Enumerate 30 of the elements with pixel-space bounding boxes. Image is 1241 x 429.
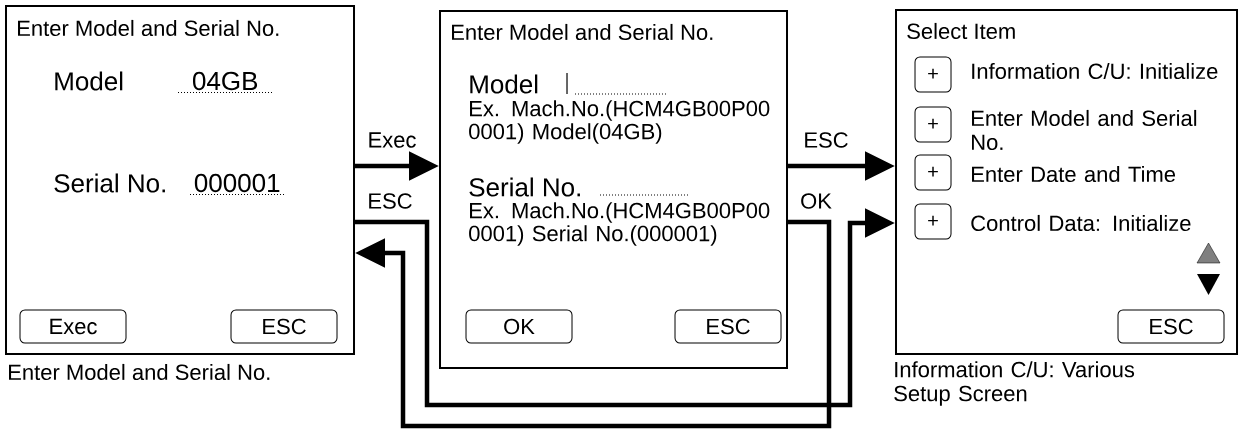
field-label: Model: [55, 71, 123, 91]
screen-caption: Enter Model and Serial No.: [9, 363, 270, 381]
screen-caption: Information C/U: Various Setup Screen: [894, 361, 1135, 406]
input-field: 04GB: [177, 71, 273, 93]
screen-title: Enter Model and Serial No.: [18, 19, 279, 37]
button: ESC: [1117, 309, 1225, 344]
plus-button: +: [914, 106, 952, 143]
button: ESC: [230, 309, 338, 344]
edge-label: ESC: [802, 131, 850, 149]
input-field: 000001: [189, 173, 285, 195]
plus-button: +: [914, 203, 952, 240]
menu-item-label: Control Data: Initialize: [971, 214, 1191, 232]
button: OK: [465, 309, 573, 344]
plus-button: +: [914, 56, 952, 93]
menu-item-label: Enter Model and Serial No.: [972, 109, 1197, 151]
button: Exec: [19, 309, 127, 344]
menu-item-label: Information C/U: Initialize: [972, 62, 1218, 80]
example-text: Ex. Mach.No.(HCM4GB00P00 0001) Serial No.(000001): [469, 202, 770, 246]
edge-label: OK: [799, 192, 833, 210]
button: ESC: [674, 309, 782, 344]
field-label: Serial No.: [469, 177, 580, 197]
screen-title: Enter Model and Serial No.: [452, 23, 713, 41]
example-text: Ex. Mach.No.(HCM4GB00P00 0001) Model(04GB): [469, 100, 770, 144]
edge-label: Exec: [366, 131, 418, 149]
edge-label: ESC: [366, 192, 414, 210]
menu-item-label: Enter Date and Time: [972, 165, 1176, 183]
field-label: Model: [470, 74, 538, 94]
screen-title: Select Item: [907, 22, 1015, 40]
field-label: Serial No.: [54, 173, 165, 193]
plus-button: +: [914, 154, 952, 191]
